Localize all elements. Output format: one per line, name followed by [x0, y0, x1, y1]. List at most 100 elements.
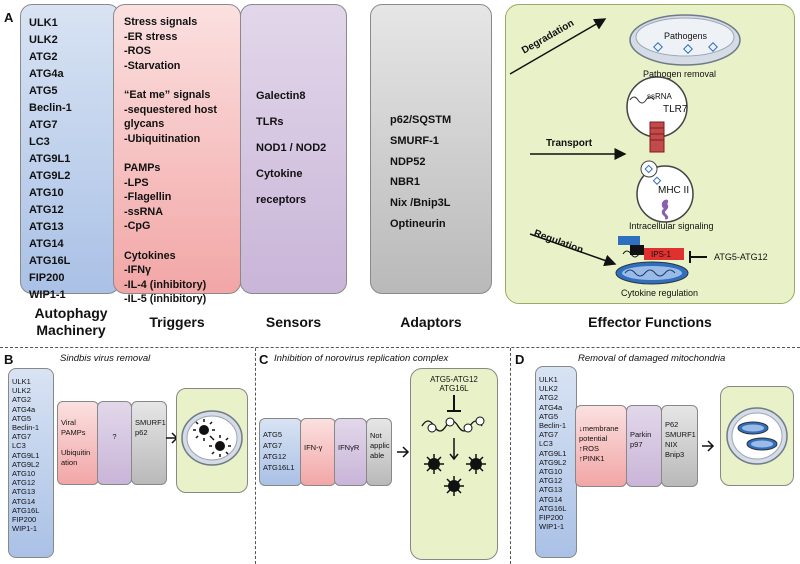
tlr7-label: TLR7 [663, 104, 688, 115]
panel-b-sensor-text: ? [112, 432, 117, 441]
panel-b-virus-graphic [181, 410, 243, 466]
autophagy-title-line1: Autophagy [34, 305, 108, 321]
autophagy-item: ATG12 [29, 204, 64, 216]
autophagy-item: ATG14 [29, 238, 64, 250]
triggers-list: Stress signals -ER stress -ROS -Starvati… [124, 16, 217, 306]
autophagy-item: WIP1-1 [29, 289, 66, 301]
horizontal-divider [0, 347, 800, 348]
effector-functions-panel: Degradation Pathogens Pathogen removal s… [505, 4, 795, 304]
tlr7-receptor [649, 121, 665, 153]
panel-d-sensor-box: Parkin p97 [626, 405, 662, 487]
panel-d-sensor-text: Parkin p97 [630, 430, 652, 449]
panel-d-trigger-text: ↓membrane potential ↑ROS ↑PINK1 [579, 424, 619, 463]
panel-d-adaptor-box: P62 SMURF1 NIX Bnip3 [661, 405, 698, 487]
cytokine-regulation-label: Cytokine regulation [621, 288, 699, 298]
panel-b-autophagy-list: ULK1 ULK2 ATG2 ATG4a ATG5 Beclin-1 ATG7 … [12, 377, 40, 534]
virus-icon [424, 454, 444, 474]
adaptors-list: p62/SQSTM SMURF-1 NDP52 NBR1 Nix /Bnip3L… [390, 114, 452, 231]
panel-c-adaptor-box: Not applic able [366, 418, 392, 486]
panel-c-arrow [397, 446, 410, 458]
autophagy-item: Beclin-1 [29, 102, 72, 114]
autophagy-machinery-title: Autophagy Machinery [18, 305, 124, 339]
autophagy-item: ATG2 [29, 51, 58, 63]
autophagy-item: ATG9L1 [29, 153, 71, 165]
regulation-arrow [529, 233, 617, 267]
panel-b-letter: B [4, 352, 14, 367]
panel-d-trigger-box: ↓membrane potential ↑ROS ↑PINK1 [575, 405, 627, 487]
sensors-column: Galectin8 TLRs NOD1 / NOD2 Cytokine rece… [240, 4, 347, 294]
panel-b-trigger-box: Viral PAMPs Ubiquitin ation [57, 401, 99, 485]
panel-c-replication-graphic [421, 395, 486, 496]
black-block [630, 245, 644, 255]
panel-c-atg-label: ATG5-ATG12 ATG16L [430, 375, 478, 393]
panel-d-effector-box [720, 386, 794, 486]
pathogen-icon [653, 42, 663, 52]
panel-c-subtitle: Inhibition of norovirus replication comp… [274, 353, 449, 364]
virus-icon [444, 476, 464, 496]
panel-b-autophagy-box: ULK1 ULK2 ATG2 ATG4a ATG5 Beclin-1 ATG7 … [8, 368, 54, 558]
panel-d-autophagy-list: ULK1 ULK2 ATG2 ATG4a ATG5 Beclin-1 ATG7 … [539, 375, 567, 532]
mhc-cell [636, 165, 694, 223]
panel-b-subtitle: Sindbis virus removal [60, 353, 151, 364]
triggers-column: Stress signals -ER stress -ROS -Starvati… [113, 4, 241, 305]
divider-b-c [255, 348, 256, 564]
atg5-atg12-inhibitor-label: ATG5-ATG12 [714, 252, 768, 262]
transport-label: Transport [546, 138, 593, 149]
panel-b-adaptor-box: SMURF1 p62 [131, 401, 167, 485]
panel-b-adaptor-text: SMURF1 p62 [135, 418, 166, 437]
panel-d-adaptor-text: P62 SMURF1 NIX Bnip3 [665, 420, 696, 459]
panel-c-trigger-box: IFN-γ [300, 418, 336, 486]
pathogen-icon [708, 42, 718, 52]
virus-icon [209, 435, 231, 457]
panel-a-letter: A [4, 10, 14, 25]
autophagy-item: ATG9L2 [29, 170, 71, 182]
intracellular-signaling-label: Intracellular signaling [629, 221, 714, 231]
down-arrow [449, 438, 459, 461]
panel-c-sensor-box: IFNγR [334, 418, 367, 486]
mhc-label: MHC II [658, 185, 690, 196]
effector-graphic [509, 14, 741, 285]
ips-1-block [644, 248, 684, 260]
adaptors-title: Adaptors [400, 314, 462, 330]
degradation-arrow [509, 18, 607, 75]
ssrna-strand [629, 96, 655, 104]
ssrna-label: ssRNA [647, 92, 672, 101]
virus-icon [193, 419, 215, 441]
panel-b-effector-box [176, 388, 248, 493]
panel-c-sensor-text: IFNγR [338, 443, 360, 452]
autophagy-item: FIP200 [29, 272, 65, 284]
divider-c-d [510, 348, 511, 564]
autophagy-item: ATG16L [29, 255, 71, 267]
mitochondrion [746, 437, 778, 451]
autophagy-title-line2: Machinery [36, 322, 106, 338]
pathogens-label: Pathogens [664, 31, 708, 41]
triggers-title: Triggers [149, 314, 205, 330]
autophagy-item: LC3 [29, 136, 50, 148]
mhc-protein [661, 199, 669, 220]
pathogen-removal-label: Pathogen removal [643, 69, 717, 79]
panel-d-letter: D [515, 352, 525, 367]
mitochondrion [737, 421, 769, 435]
panel-c-letter: C [259, 352, 269, 367]
adaptors-column: p62/SQSTM SMURF-1 NDP52 NBR1 Nix /Bnip3L… [370, 4, 492, 294]
panel-d-autophagy-box: ULK1 ULK2 ATG2 ATG4a ATG5 Beclin-1 ATG7 … [535, 366, 577, 558]
panel-d-arrow [702, 440, 715, 452]
sensors-title: Sensors [265, 314, 322, 330]
ips-1-label: IPS-1 [651, 250, 672, 259]
virus-icon [466, 454, 486, 474]
blue-cap [618, 236, 640, 245]
autophagy-item: ATG5 [29, 85, 58, 97]
panel-b-sensor-box: ? [97, 401, 132, 485]
vesicle-icon [640, 160, 658, 178]
autophagy-item: ATG10 [29, 187, 64, 199]
panel-c-trigger-text: IFN-γ [304, 443, 323, 452]
autophagy-item: ATG13 [29, 221, 64, 233]
autophagy-item: ULK2 [29, 34, 58, 46]
panel-c-adaptor-text: Not applic able [370, 431, 390, 460]
sensors-list: Galectin8 TLRs NOD1 / NOD2 Cytokine rece… [256, 90, 327, 206]
pathogen-icon [683, 44, 693, 54]
panel-c-effector-box: ATG5-ATG12 ATG16L [410, 368, 498, 560]
effector-functions-title: Effector Functions [588, 314, 712, 330]
